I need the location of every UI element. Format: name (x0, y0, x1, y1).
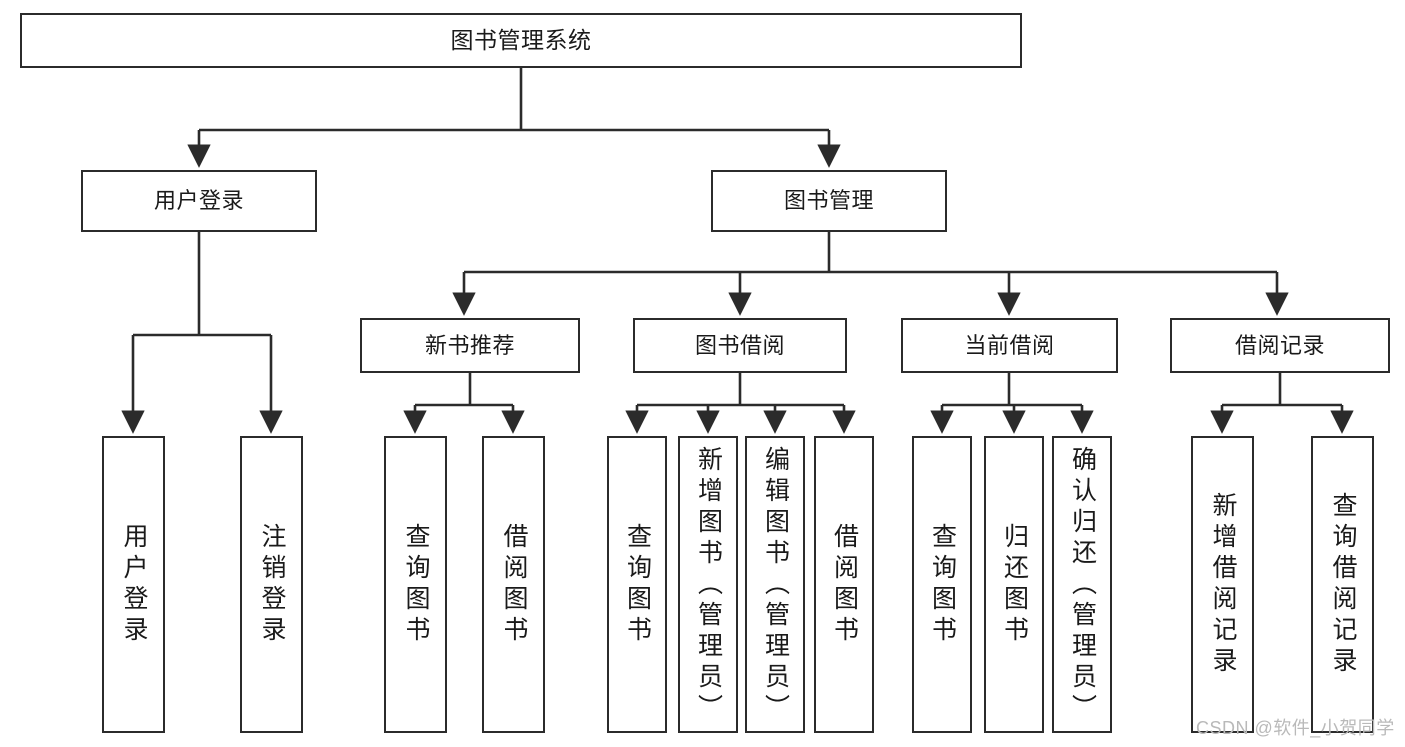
leaf-query-book-1[interactable]: 查询图书 (384, 436, 447, 733)
leaf-user-logout-label: 注销登录 (258, 522, 286, 647)
leaf-add-borrow-record-label: 新增借阅记录 (1209, 491, 1237, 678)
csdn-watermark: CSDN @软件_小贺同学 (1196, 718, 1395, 738)
node-book-borrow[interactable]: 图书借阅 (633, 318, 847, 373)
node-root-label: 图书管理系统 (450, 26, 592, 53)
leaf-return-book-label: 归还图书 (1000, 522, 1029, 647)
leaf-add-book-admin-label: 新增图书（管理员） (694, 446, 723, 725)
leaf-confirm-return-admin-label: 确认归还（管理员） (1068, 446, 1097, 725)
leaf-user-login-label: 用户登录 (120, 522, 148, 647)
leaf-borrow-book-1[interactable]: 借阅图书 (482, 436, 545, 733)
node-current-borrow[interactable]: 当前借阅 (901, 318, 1118, 373)
leaf-borrow-book-2[interactable]: 借阅图书 (814, 436, 874, 733)
node-borrow-record-label: 借阅记录 (1234, 332, 1325, 358)
node-book-manage-label: 图书管理 (783, 188, 874, 214)
leaf-edit-book-admin[interactable]: 编辑图书（管理员） (745, 436, 805, 733)
node-book-borrow-label: 图书借阅 (694, 332, 785, 358)
node-current-borrow-label: 当前借阅 (964, 332, 1055, 358)
leaf-query-borrow-record[interactable]: 查询借阅记录 (1311, 436, 1374, 733)
node-new-book-rec[interactable]: 新书推荐 (360, 318, 580, 373)
leaf-query-borrow-record-label: 查询借阅记录 (1329, 491, 1357, 678)
node-user-login[interactable]: 用户登录 (81, 170, 317, 232)
node-new-book-rec-label: 新书推荐 (424, 332, 515, 358)
leaf-add-book-admin[interactable]: 新增图书（管理员） (678, 436, 738, 733)
leaf-query-book-1-label: 查询图书 (402, 522, 430, 647)
node-root[interactable]: 图书管理系统 (20, 13, 1022, 68)
leaf-edit-book-admin-label: 编辑图书（管理员） (761, 446, 790, 725)
leaf-user-logout[interactable]: 注销登录 (240, 436, 303, 733)
leaf-user-login[interactable]: 用户登录 (102, 436, 165, 733)
node-borrow-record[interactable]: 借阅记录 (1170, 318, 1390, 373)
leaf-query-book-2[interactable]: 查询图书 (607, 436, 667, 733)
leaf-query-book-2-label: 查询图书 (623, 522, 652, 647)
node-user-login-label: 用户登录 (153, 188, 244, 214)
leaf-borrow-book-2-label: 借阅图书 (830, 522, 859, 647)
leaf-return-book[interactable]: 归还图书 (984, 436, 1044, 733)
node-book-manage[interactable]: 图书管理 (711, 170, 947, 232)
leaf-query-book-3-label: 查询图书 (928, 522, 957, 647)
leaf-confirm-return-admin[interactable]: 确认归还（管理员） (1052, 436, 1112, 733)
leaf-borrow-book-1-label: 借阅图书 (500, 522, 528, 647)
leaf-query-book-3[interactable]: 查询图书 (912, 436, 972, 733)
leaf-add-borrow-record[interactable]: 新增借阅记录 (1191, 436, 1254, 733)
